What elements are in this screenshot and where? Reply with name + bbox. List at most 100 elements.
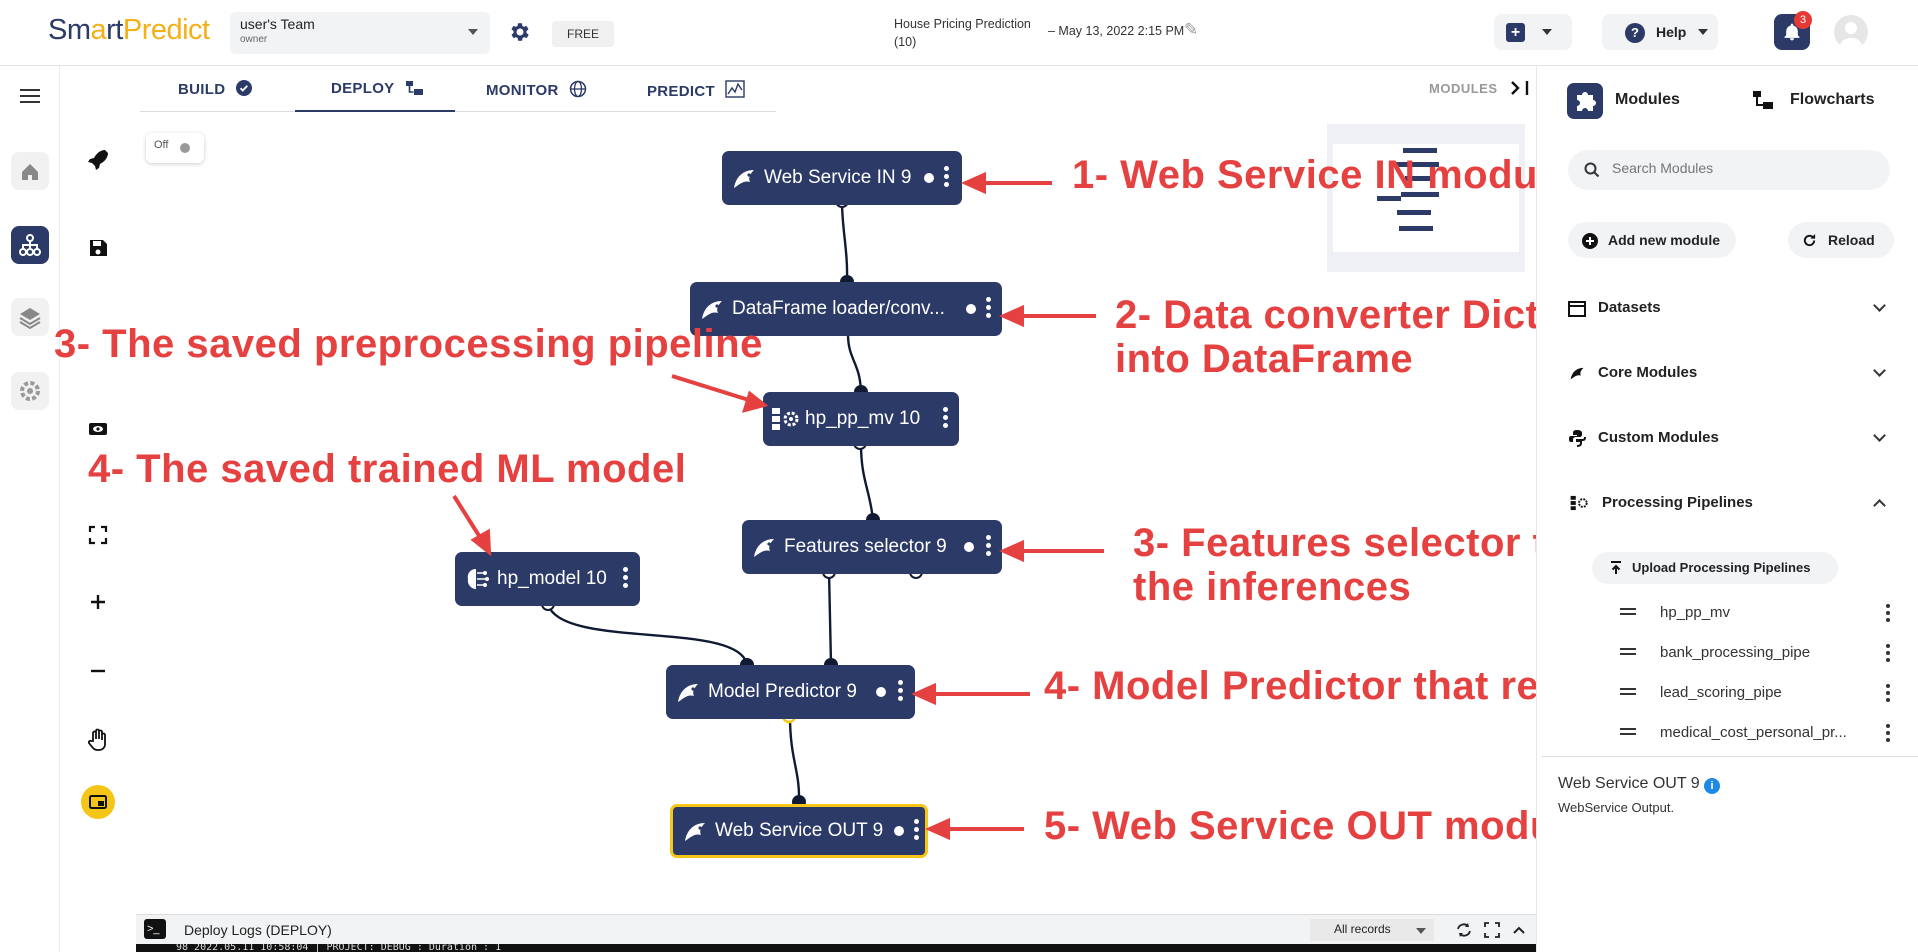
- node-web-service-in[interactable]: Web Service IN 9: [722, 151, 962, 205]
- zoom-in-icon[interactable]: [81, 585, 115, 619]
- zoom-out-icon[interactable]: [81, 654, 115, 688]
- pipeline-item[interactable]: medical_cost_personal_pr...: [1620, 720, 1890, 748]
- add-new-button[interactable]: +: [1494, 14, 1572, 50]
- globe-icon: [569, 80, 587, 98]
- drag-handle-icon[interactable]: [1620, 728, 1636, 738]
- node-model-predictor[interactable]: Model Predictor 9: [666, 665, 915, 719]
- output-port-dot[interactable]: [894, 826, 904, 836]
- node-menu-icon[interactable]: [898, 680, 903, 704]
- flowchart-canvas[interactable]: [136, 112, 1536, 914]
- deploy-logs-bar[interactable]: >_ Deploy Logs (DEPLOY) All records: [136, 914, 1536, 944]
- modules-puzzle-icon[interactable]: [1567, 83, 1603, 119]
- flowchart-icon[interactable]: [1752, 90, 1774, 110]
- hamburger-menu-icon[interactable]: [20, 89, 40, 103]
- node-menu-icon[interactable]: [944, 166, 949, 190]
- panel-divider: [1542, 756, 1918, 757]
- node-web-service-out[interactable]: Web Service OUT 9: [670, 804, 928, 858]
- node-trained-model[interactable]: hp_model 10: [455, 552, 640, 606]
- chevron-down-icon: [1873, 299, 1886, 312]
- edit-pencil-icon[interactable]: ✎: [1184, 20, 1199, 39]
- layers-icon[interactable]: [11, 298, 49, 336]
- node-menu-icon[interactable]: [943, 407, 948, 431]
- minimap[interactable]: [1327, 124, 1525, 272]
- fullscreen-icon[interactable]: [1484, 922, 1500, 938]
- tab-modules[interactable]: Modules: [1615, 91, 1680, 108]
- node-preprocessing-pipeline[interactable]: hp_pp_mv 10: [763, 392, 959, 446]
- tab-build[interactable]: BUILD: [178, 80, 252, 98]
- tabs-divider: [140, 111, 776, 112]
- chevron-up-icon[interactable]: [1512, 923, 1526, 937]
- help-button[interactable]: ? Help: [1602, 14, 1718, 50]
- node-dataframe-loader[interactable]: DataFrame loader/conv...: [690, 282, 1002, 336]
- log-filter-select[interactable]: All records: [1310, 919, 1434, 941]
- auto-run-toggle[interactable]: Off: [146, 133, 204, 163]
- section-custom-modules[interactable]: Custom Modules: [1568, 427, 1898, 453]
- sync-icon[interactable]: [1456, 922, 1472, 938]
- deploy-flow-icon: [405, 81, 423, 95]
- drag-handle-icon[interactable]: [1620, 688, 1636, 698]
- item-menu-icon[interactable]: [1886, 644, 1890, 665]
- add-circle-icon: [1582, 233, 1598, 249]
- rocket-deploy-icon[interactable]: [81, 142, 115, 176]
- project-name: House Pricing Prediction (10): [894, 17, 1031, 49]
- add-new-module-button[interactable]: Add new module: [1568, 222, 1736, 258]
- team-name: user's Team: [240, 16, 315, 32]
- flowchart-nav-icon[interactable]: [11, 226, 49, 264]
- notification-count-badge: 3: [1794, 11, 1812, 29]
- tab-flowcharts[interactable]: Flowcharts: [1790, 91, 1875, 108]
- drag-handle-icon[interactable]: [1620, 648, 1636, 658]
- search-input[interactable]: [1612, 160, 1872, 176]
- avatar[interactable]: [1834, 15, 1868, 49]
- node-features-selector[interactable]: Features selector 9: [742, 520, 1002, 574]
- info-icon[interactable]: i: [1704, 778, 1720, 794]
- terminal-icon: >_: [144, 919, 166, 939]
- upload-pipelines-button[interactable]: Upload Processing Pipelines: [1592, 552, 1838, 584]
- module-search[interactable]: [1568, 150, 1890, 190]
- team-selector[interactable]: user's Team owner: [230, 12, 490, 54]
- section-processing-pipelines[interactable]: Processing Pipelines: [1568, 492, 1898, 518]
- preview-eye-icon[interactable]: [81, 412, 115, 446]
- home-icon[interactable]: [11, 152, 49, 190]
- drag-handle-icon[interactable]: [1620, 608, 1636, 618]
- help-label: Help: [1656, 24, 1687, 40]
- modules-panel: [1536, 66, 1918, 952]
- check-circle-icon: [235, 80, 252, 96]
- top-bar: SmartPredict user's Team owner FREE Hous…: [0, 0, 1918, 66]
- settings-gear-icon[interactable]: [11, 372, 49, 410]
- node-menu-icon[interactable]: [623, 567, 628, 591]
- annotation-web-service-in: 1- Web Service IN module: [1072, 153, 1573, 197]
- bird-logo-icon: [678, 684, 698, 702]
- bell-icon: [1784, 23, 1800, 41]
- gear-icon[interactable]: [508, 20, 532, 44]
- smartpredict-logo[interactable]: SmartPredict: [48, 14, 210, 46]
- node-menu-icon[interactable]: [986, 535, 991, 559]
- tab-monitor[interactable]: MONITOR: [486, 80, 587, 99]
- item-menu-icon[interactable]: [1886, 604, 1890, 625]
- minimap-toggle-icon[interactable]: [81, 785, 115, 819]
- section-datasets[interactable]: Datasets: [1568, 297, 1898, 323]
- output-port-dot[interactable]: [924, 173, 934, 183]
- selected-module-title: Web Service OUT 9: [1558, 775, 1700, 792]
- tab-predict[interactable]: PREDICT: [647, 80, 746, 100]
- save-icon[interactable]: [81, 231, 115, 265]
- annotation-trained-model: 4- The saved trained ML model: [88, 447, 687, 491]
- pipeline-item[interactable]: lead_scoring_pipe: [1620, 680, 1890, 708]
- chevron-down-icon: [1873, 364, 1886, 377]
- node-menu-icon[interactable]: [914, 819, 919, 843]
- pipeline-gear-icon: [772, 408, 799, 430]
- item-menu-icon[interactable]: [1886, 684, 1890, 705]
- tab-deploy[interactable]: DEPLOY: [331, 80, 425, 97]
- section-core-modules[interactable]: Core Modules: [1568, 362, 1898, 388]
- pipeline-item[interactable]: bank_processing_pipe: [1620, 640, 1890, 668]
- reload-button[interactable]: Reload: [1788, 222, 1894, 258]
- item-menu-icon[interactable]: [1886, 724, 1890, 745]
- output-port-dot[interactable]: [964, 542, 974, 552]
- pan-hand-icon[interactable]: [81, 722, 115, 756]
- fit-screen-icon[interactable]: [81, 518, 115, 552]
- modules-toggle-link[interactable]: MODULES: [1429, 80, 1530, 96]
- output-port-dot[interactable]: [966, 304, 976, 314]
- output-port-dot[interactable]: [876, 687, 886, 697]
- node-menu-icon[interactable]: [986, 297, 991, 321]
- pipeline-item[interactable]: hp_pp_mv: [1620, 600, 1890, 628]
